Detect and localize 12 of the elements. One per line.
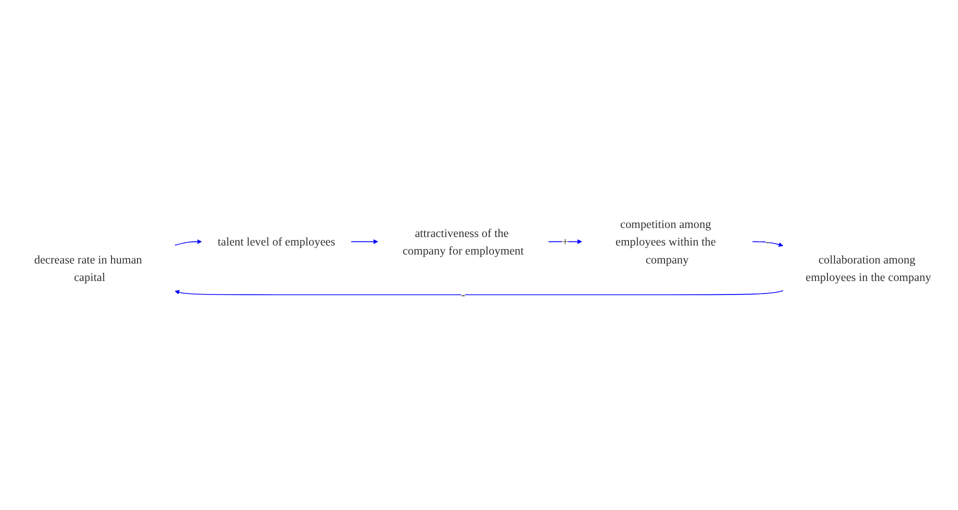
node-text: decrease rate in human capital bbox=[34, 252, 142, 284]
node-text: talent level of employees bbox=[218, 234, 336, 248]
edge-label: - bbox=[766, 234, 770, 248]
arrow bbox=[350, 238, 378, 244]
edge-label: - bbox=[461, 288, 466, 301]
arrow bbox=[752, 240, 784, 246]
node-text: collaboration among employees in the company bbox=[806, 252, 932, 284]
edge-label: + bbox=[562, 234, 568, 248]
node-text: attractiveness of the company for employment bbox=[402, 226, 524, 257]
arrow bbox=[174, 290, 784, 295]
node-text: competition among employees within the company bbox=[616, 216, 716, 266]
arrow bbox=[174, 238, 202, 246]
